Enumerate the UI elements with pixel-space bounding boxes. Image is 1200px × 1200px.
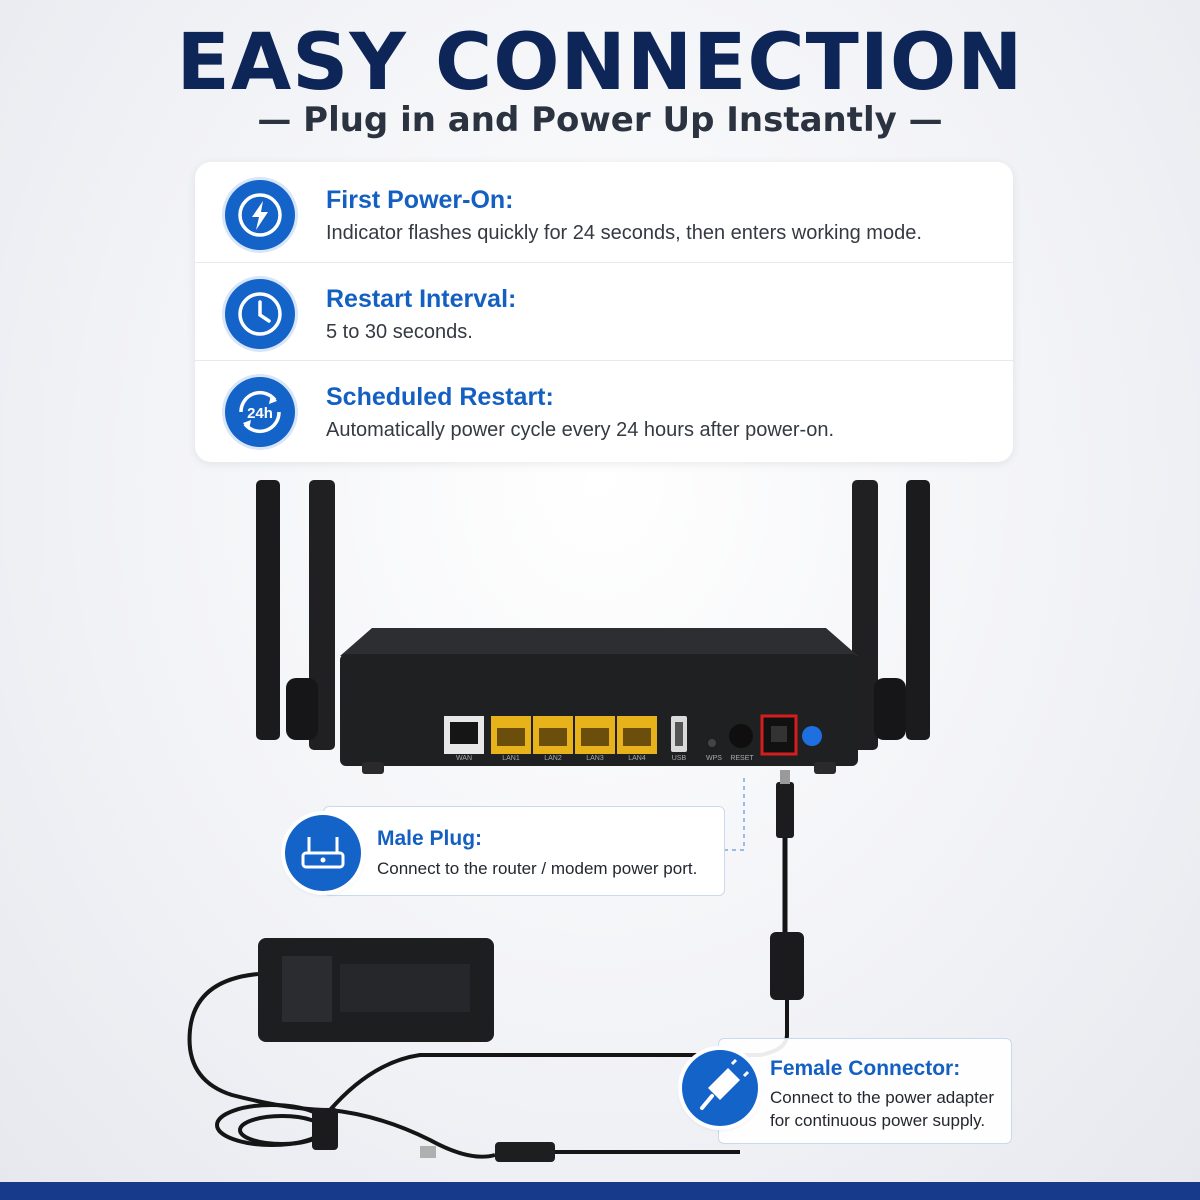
router-icon [285, 815, 361, 891]
callout-title: Male Plug: [377, 827, 483, 850]
router-top [340, 628, 858, 656]
plug-icon [682, 1050, 758, 1126]
antenna-right-outer [906, 480, 930, 740]
callout-title: Female Connector: [770, 1057, 961, 1080]
port-label-usb: USB [672, 755, 687, 762]
feature-title: Restart Interval: [326, 285, 517, 313]
port-label-lan2: LAN2 [544, 755, 562, 762]
feature-desc: Indicator flashes quickly for 24 seconds… [326, 222, 922, 244]
feature-title: First Power-On: [326, 186, 514, 214]
port-label-reset: RESET [730, 755, 754, 762]
port-label-lan3: LAN3 [586, 755, 604, 762]
feature-title: Scheduled Restart: [326, 383, 554, 411]
callout-desc-line-1: Connect to the power adapter [770, 1088, 994, 1107]
port-label-lan4: LAN4 [628, 755, 646, 762]
callout-desc-line-2: for continuous power supply. [770, 1111, 986, 1130]
page-title: EASY CONNECTION [176, 18, 1024, 108]
callout-desc: Connect to the router / modem power port… [377, 859, 698, 878]
callout-female-connector: Female Connector: Connect to the power a… [718, 1038, 1012, 1144]
feature-desc: Automatically power cycle every 24 hours… [326, 419, 835, 441]
ferrite-bead [770, 932, 804, 1000]
port-label-wps: WPS [706, 755, 722, 762]
cycle-24h-label: 24h [247, 405, 273, 422]
feature-row-scheduled-restart: 24h Scheduled Restart: Automatically pow… [195, 360, 1013, 459]
router-illustration: WAN LAN1 LAN2 LAN3 LAN4 USB WPS RESET [187, 480, 930, 1162]
page-subtitle: — Plug in and Power Up Instantly — [257, 100, 943, 140]
port-label-lan1: LAN1 [502, 755, 520, 762]
clock-icon [225, 279, 295, 349]
cycle-24h-icon: 24h [225, 377, 295, 447]
lightning-icon [225, 180, 295, 250]
feature-row-restart-interval: Restart Interval: 5 to 30 seconds. [195, 262, 1013, 361]
feature-desc: 5 to 30 seconds. [326, 321, 473, 343]
port-label-wan: WAN [456, 755, 472, 762]
antenna-left-outer [256, 480, 280, 740]
feature-row-first-power-on: First Power-On: Indicator flashes quickl… [195, 164, 1013, 262]
feature-card: First Power-On: Indicator flashes quickl… [195, 162, 1013, 462]
callout-male-plug: Male Plug: Connect to the router / modem… [323, 806, 725, 896]
antenna-right-inner [852, 480, 878, 750]
bottom-bar [0, 1182, 1200, 1200]
